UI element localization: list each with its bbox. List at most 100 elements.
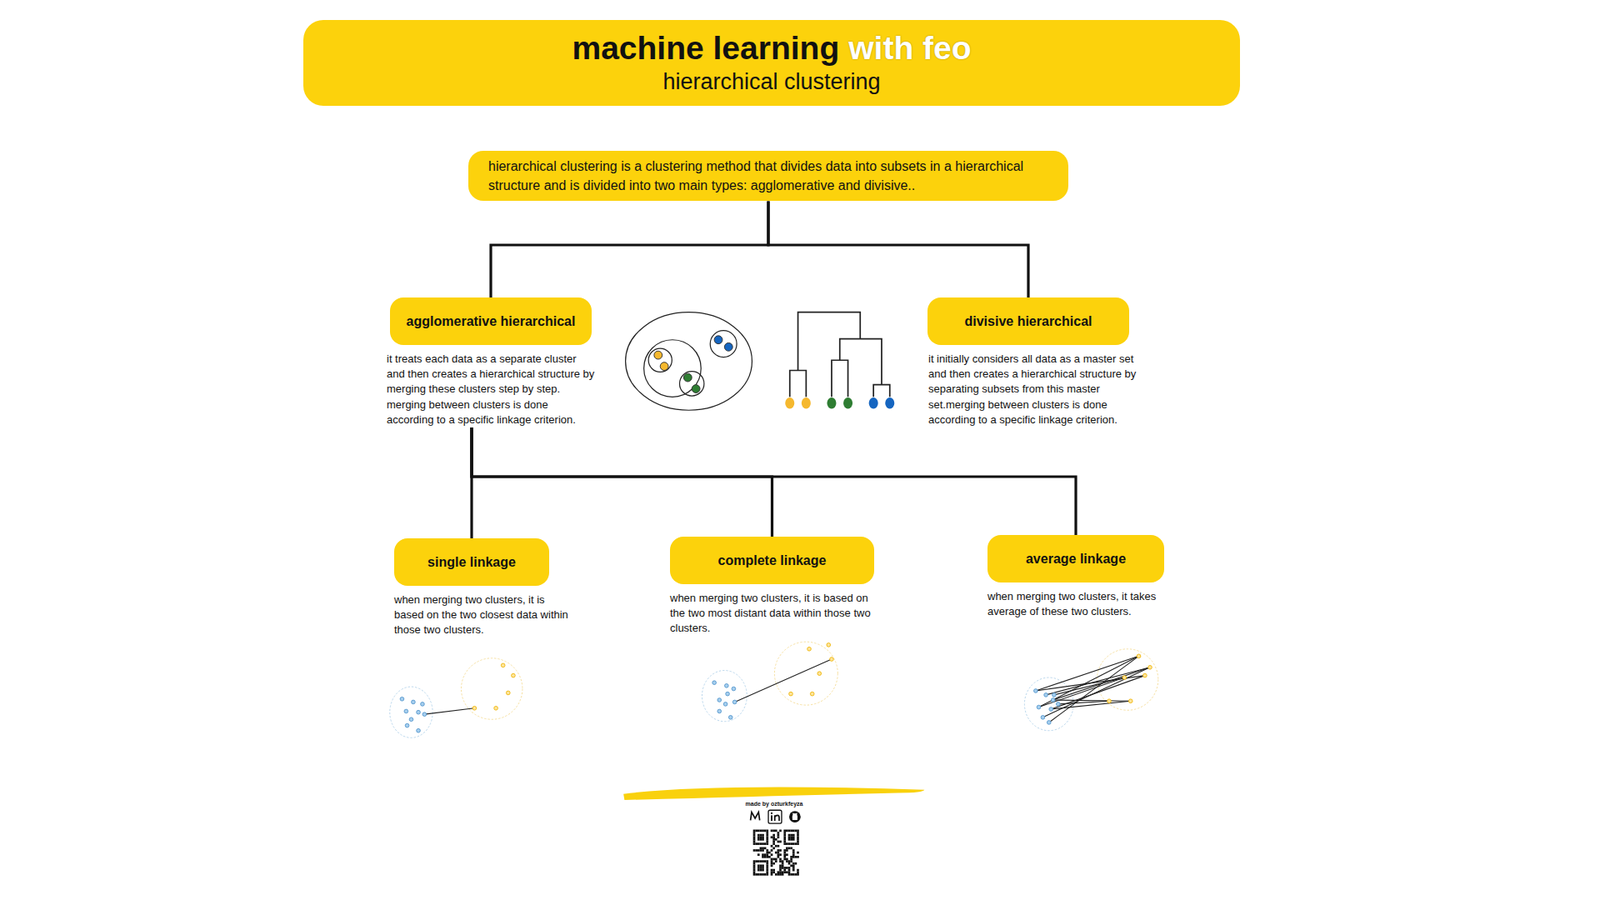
- qr-module: [753, 869, 756, 872]
- qr-module: [761, 830, 765, 833]
- qr-module: [753, 873, 756, 876]
- data-point: [511, 673, 516, 678]
- qr-module: [790, 864, 793, 867]
- linkage-line: [1045, 667, 1150, 695]
- qr-module: [796, 835, 800, 839]
- qr-module: [770, 849, 774, 852]
- data-point: [416, 710, 421, 715]
- data-point: [725, 691, 730, 696]
- qr-module: [755, 873, 758, 876]
- linkage-box: single linkagewhen merging two clusters,…: [394, 538, 574, 639]
- qr-module: [761, 873, 765, 876]
- qr-module: [788, 869, 791, 872]
- data-point: [500, 663, 505, 668]
- body-text: it treats each data as a separate cluste…: [386, 351, 595, 428]
- qr-module: [764, 855, 767, 859]
- qr-module: [768, 851, 771, 855]
- qr-module: [753, 830, 756, 833]
- qr-module: [779, 870, 782, 874]
- linkage-line: [1042, 667, 1150, 718]
- dendrogram: [790, 312, 890, 398]
- data-point: [731, 686, 736, 691]
- qr-module: [785, 858, 789, 861]
- qr-module: [757, 849, 760, 852]
- qr-module: [770, 830, 774, 833]
- qr-module: [765, 862, 769, 865]
- venn-figure: [625, 312, 753, 411]
- qr-module: [770, 870, 774, 874]
- qr-module: [792, 851, 795, 855]
- qr-module: [760, 842, 763, 845]
- qr-module: [779, 858, 782, 861]
- qr-module: [781, 862, 785, 865]
- linkage-line: [1035, 655, 1140, 691]
- qr-module: [792, 849, 795, 852]
- qr-module: [775, 873, 778, 876]
- title-accent: with feo: [848, 30, 971, 68]
- method-box: agglomerative hierarchicalit treats each…: [390, 297, 595, 428]
- qr-module: [764, 860, 767, 863]
- cluster-outlines: [390, 641, 1159, 738]
- qr-module: [779, 873, 782, 876]
- qr-module: [775, 858, 778, 861]
- linkage-box: complete linkagewhen merging two cluster…: [670, 536, 883, 637]
- qr-module: [764, 842, 767, 845]
- data-point: [400, 696, 405, 701]
- qr-module: [783, 831, 786, 835]
- title-row: machine learningwith feo: [303, 30, 1240, 68]
- qr-module: [770, 853, 774, 856]
- data-point: [505, 690, 510, 695]
- qr-module: [770, 845, 774, 848]
- linkage-line: [1053, 700, 1131, 701]
- subtitle: hierarchical clustering: [303, 69, 1240, 95]
- qr-module: [779, 866, 782, 870]
- linkage-lines: [424, 655, 1150, 723]
- data-point: [409, 717, 414, 722]
- qr-module: [765, 855, 769, 859]
- qr-module: [753, 870, 756, 874]
- qr-module: [795, 855, 798, 859]
- qr-module: [772, 862, 775, 865]
- qr-module: [790, 855, 793, 859]
- qr-module: [753, 831, 756, 835]
- method-box: divisive hierarchicalit initially consid…: [927, 297, 1137, 428]
- qr-module: [781, 864, 785, 867]
- data-point: [411, 700, 416, 705]
- qr-module: [757, 860, 760, 863]
- qr-module: [753, 835, 756, 839]
- tree-connector: [471, 427, 1076, 535]
- qr-module: [772, 858, 775, 861]
- qr-module: [757, 853, 760, 856]
- data-point: [1055, 702, 1060, 707]
- linkage-line: [1053, 667, 1150, 700]
- data-point: [416, 728, 421, 733]
- data-point: [1128, 699, 1133, 704]
- body-text: when merging two clusters, it is based o…: [394, 592, 574, 639]
- body-text: it initially considers all data as a mas…: [928, 351, 1137, 428]
- qr-module: [785, 847, 789, 850]
- data-point: [1107, 699, 1112, 704]
- qr-module: [779, 849, 782, 852]
- qr-module: [772, 847, 775, 850]
- qr-module: [795, 830, 798, 833]
- qr-module: [761, 834, 765, 837]
- data-point: [420, 702, 425, 707]
- qr-module: [783, 840, 786, 844]
- qr-module: [753, 866, 756, 870]
- qr-module: [777, 834, 780, 837]
- qr-module: [783, 870, 786, 874]
- qr-module: [765, 869, 769, 872]
- description-text: hierarchical clustering is a clustering …: [488, 156, 1049, 195]
- qr-module: [795, 873, 798, 876]
- qr-module: [765, 860, 769, 863]
- qr-module: [779, 840, 782, 844]
- qr-module: [764, 873, 767, 876]
- qr-module: [761, 838, 765, 841]
- data-point: [1148, 665, 1153, 670]
- data-point: [725, 684, 730, 689]
- qr-module: [792, 853, 795, 856]
- tree-connector: [768, 200, 1029, 298]
- qr-module: [785, 849, 789, 852]
